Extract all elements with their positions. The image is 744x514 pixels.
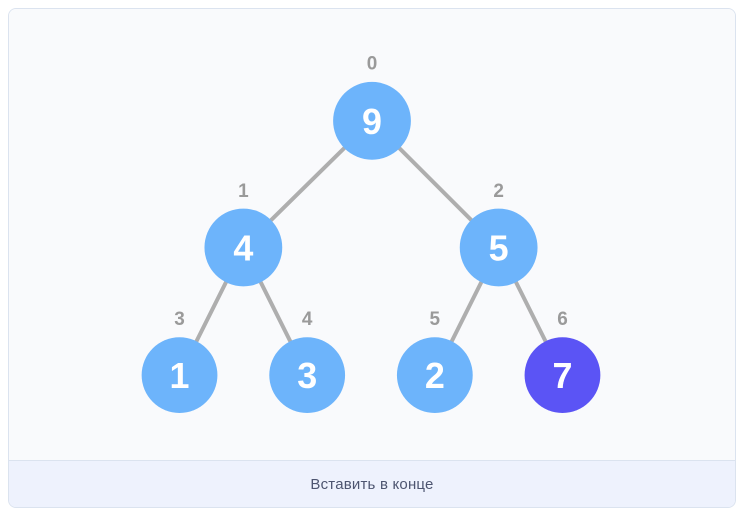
node-value-label: 7 [552,356,572,396]
node-index-label: 1 [238,181,249,202]
node-circle[interactable] [204,208,283,287]
node-circle[interactable] [269,337,346,414]
tree-node[interactable]: 9 [333,81,411,160]
node-circle-highlighted[interactable] [524,337,601,414]
node-circle[interactable] [396,337,473,414]
status-message: Вставить в конце [310,475,434,493]
tree-canvas: 9 4 5 1 3 2 7 0 1 2 3 4 5 6 [9,9,735,460]
node-circle[interactable] [141,337,218,414]
tree-node[interactable]: 5 [459,208,538,287]
node-index-label: 2 [493,181,504,202]
node-circle[interactable] [459,208,538,287]
tree-node[interactable]: 1 [141,337,218,414]
node-index-label: 4 [302,309,313,330]
tree-node[interactable]: 3 [269,337,346,414]
tree-diagram: 9 4 5 1 3 2 7 0 1 2 3 4 5 6 [141,53,601,414]
node-circle[interactable] [333,81,411,160]
tree-node[interactable]: 7 [524,337,601,414]
node-index-label: 6 [557,309,568,330]
node-value-label: 9 [362,102,382,142]
node-index-label: 5 [430,309,441,330]
tree-node[interactable]: 2 [396,337,473,414]
status-footer: Вставить в конце [9,460,735,507]
node-group: 9 4 5 1 3 2 7 [141,81,601,414]
node-value-label: 5 [489,228,509,268]
index-label-group: 0 1 2 3 4 5 6 [174,53,567,329]
node-value-label: 2 [425,356,445,396]
node-value-label: 1 [170,356,190,396]
node-value-label: 3 [297,356,317,396]
tree-node[interactable]: 4 [204,208,283,287]
tree-visualizer-card: 9 4 5 1 3 2 7 0 1 2 3 4 5 6 Вставить в конце [8,8,736,508]
node-index-label: 3 [174,309,185,330]
node-value-label: 4 [233,228,253,268]
node-index-label: 0 [367,53,378,74]
